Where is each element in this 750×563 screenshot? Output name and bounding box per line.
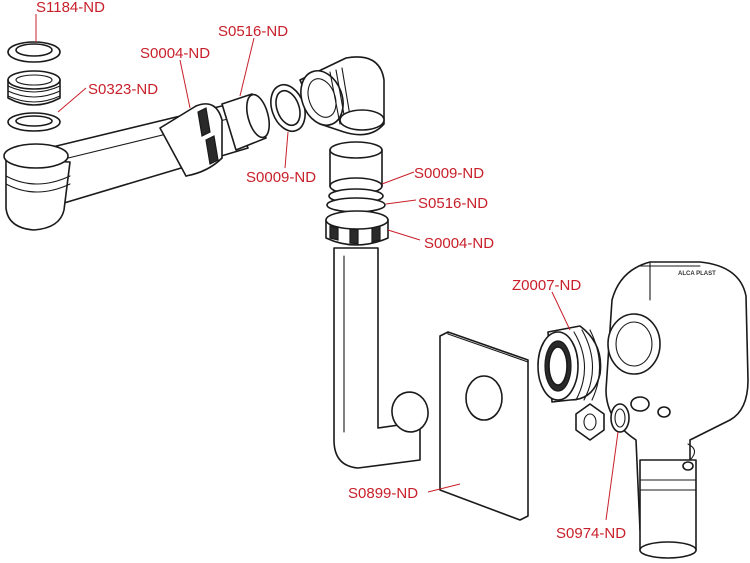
vertical-sleeve xyxy=(329,141,383,195)
union-nut-s0004-mid xyxy=(325,210,389,246)
ring-s0009-top xyxy=(270,83,306,133)
label-s0899: S0899-ND xyxy=(348,485,418,502)
leader-s0004-top xyxy=(179,59,191,109)
cover-plate-s0899 xyxy=(439,331,529,521)
leader-s0899 xyxy=(427,483,461,493)
grommet-z0007 xyxy=(537,325,602,403)
threaded-nut-s0323 xyxy=(7,70,61,106)
label-s0009-top: S0009-ND xyxy=(246,169,316,186)
leader-s0974 xyxy=(605,431,619,521)
ring-seal-small xyxy=(7,112,61,132)
leader-s0009-mid xyxy=(381,171,415,185)
elbow-fitting-top xyxy=(299,56,385,136)
sleeve-s0516-top xyxy=(221,93,271,151)
sleeve-s0516-mid xyxy=(326,197,386,213)
label-s1184: S1184-ND xyxy=(36,0,105,16)
trap-elbow-left xyxy=(3,143,71,231)
union-nut-s0004-top xyxy=(159,103,223,177)
leader-s0004-mid xyxy=(387,229,421,241)
leader-s0516-top xyxy=(239,37,255,97)
vertical-pipe xyxy=(333,247,429,469)
label-s0516-mid: S0516-ND xyxy=(418,195,488,212)
label-s0004-mid: S0004-ND xyxy=(424,235,494,252)
leader-s0516-mid xyxy=(385,199,417,205)
leader-lines xyxy=(35,14,619,521)
leader-s0009-top xyxy=(284,131,289,169)
label-s0516-top: S0516-ND xyxy=(218,23,288,40)
ring-s1184 xyxy=(7,41,61,63)
label-s0974: S0974-ND xyxy=(556,525,626,542)
label-s0004-top: S0004-ND xyxy=(140,45,210,62)
label-s0009-mid: S0009-ND xyxy=(414,165,484,182)
brand-mark: ALCA PLAST xyxy=(678,271,716,277)
label-s0323: S0323-ND xyxy=(88,81,158,98)
leader-z0007 xyxy=(551,291,571,331)
label-z0007: Z0007-ND xyxy=(512,277,581,294)
leader-s0323 xyxy=(57,87,87,113)
part-labels: S1184-ND S0516-ND S0004-ND S0323-ND S000… xyxy=(36,0,626,542)
small-nut-s0974 xyxy=(575,403,630,441)
siphon-body: ALCA PLAST xyxy=(605,261,749,559)
